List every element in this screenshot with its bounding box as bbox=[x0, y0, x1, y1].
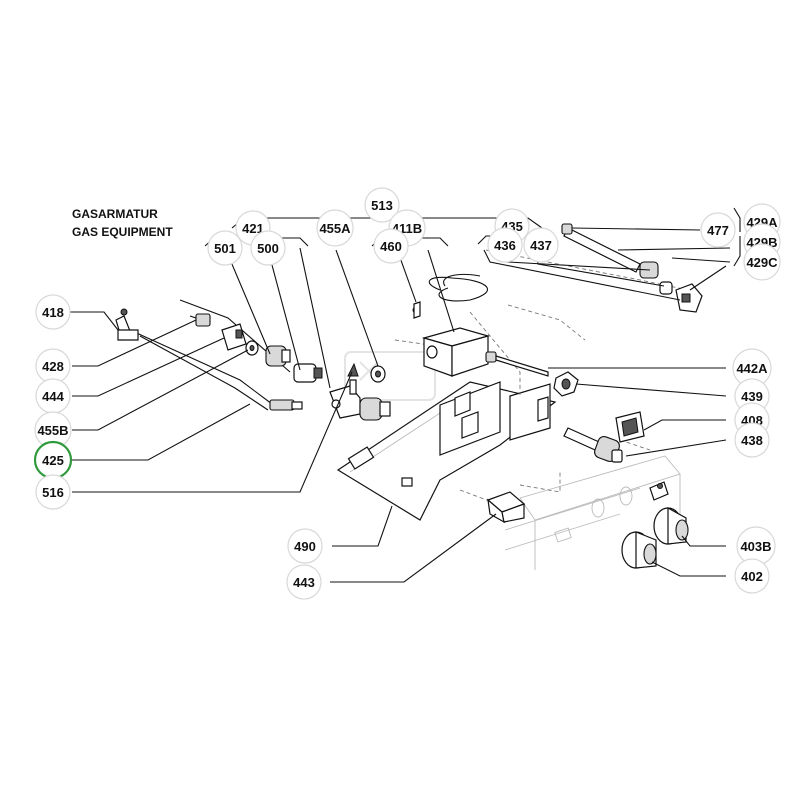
label-460[interactable]: 460 bbox=[373, 228, 409, 264]
label-442A[interactable]: 442A bbox=[732, 348, 772, 388]
svg-text:460: 460 bbox=[380, 239, 402, 254]
label-402[interactable]: 402 bbox=[734, 558, 770, 594]
knob-403B bbox=[653, 506, 689, 545]
svg-text:428: 428 bbox=[42, 359, 64, 374]
leader-lines bbox=[70, 227, 731, 583]
elbow-429 bbox=[675, 283, 703, 313]
screw-418 bbox=[115, 308, 139, 341]
label-425[interactable]: 425 bbox=[33, 440, 73, 480]
nut-428 bbox=[189, 313, 211, 327]
svg-text:438: 438 bbox=[741, 433, 763, 448]
svg-text:513: 513 bbox=[371, 198, 393, 213]
label-443[interactable]: 443 bbox=[286, 564, 322, 600]
svg-text:516: 516 bbox=[42, 485, 64, 500]
fitting-500 bbox=[293, 363, 323, 383]
svg-text:500: 500 bbox=[257, 241, 279, 256]
label-455B[interactable]: 455B bbox=[34, 411, 72, 449]
svg-text:402: 402 bbox=[741, 569, 763, 584]
title-gasarmatur: GASARMATUR bbox=[72, 207, 158, 221]
label-490[interactable]: 490 bbox=[287, 528, 323, 564]
svg-text:429C: 429C bbox=[746, 255, 778, 270]
svg-text:436: 436 bbox=[494, 238, 516, 253]
panel-screw bbox=[649, 481, 669, 501]
magnet-unit-411B bbox=[412, 301, 497, 377]
svg-text:444: 444 bbox=[42, 389, 64, 404]
label-444[interactable]: 444 bbox=[35, 378, 71, 414]
svg-text:439: 439 bbox=[741, 389, 763, 404]
washer-455B bbox=[245, 340, 259, 356]
svg-text:403B: 403B bbox=[740, 539, 771, 554]
svg-text:477: 477 bbox=[707, 223, 729, 238]
label-501[interactable]: 501 bbox=[207, 230, 243, 266]
svg-text:490: 490 bbox=[294, 539, 316, 554]
switch-408 bbox=[615, 411, 645, 443]
label-437[interactable]: 437 bbox=[523, 227, 559, 263]
base-plate-490 bbox=[336, 381, 557, 521]
label-436[interactable]: 436 bbox=[487, 227, 523, 263]
label-438[interactable]: 438 bbox=[734, 422, 770, 458]
svg-text:442A: 442A bbox=[736, 361, 768, 376]
svg-text:443: 443 bbox=[293, 575, 315, 590]
knob-402 bbox=[621, 531, 657, 569]
part-444 bbox=[221, 323, 247, 351]
svg-text:437: 437 bbox=[530, 238, 552, 253]
label-516[interactable]: 516 bbox=[35, 474, 71, 510]
svg-text:425: 425 bbox=[42, 453, 64, 468]
nut-439 bbox=[553, 371, 579, 397]
svg-text:418: 418 bbox=[42, 305, 64, 320]
bracket-429 bbox=[733, 207, 741, 267]
label-428[interactable]: 428 bbox=[35, 348, 71, 384]
svg-text:501: 501 bbox=[214, 241, 236, 256]
svg-text:455B: 455B bbox=[37, 423, 68, 438]
washer-455A bbox=[370, 365, 386, 383]
label-477[interactable]: 477 bbox=[700, 212, 736, 248]
svg-text:421: 421 bbox=[242, 221, 264, 236]
rod-442A bbox=[495, 355, 549, 377]
title-gas-equipment: GAS EQUIPMENT bbox=[72, 225, 173, 239]
fitting-501 bbox=[265, 345, 291, 367]
spindle-438 bbox=[563, 427, 623, 463]
label-513[interactable]: 513 bbox=[364, 187, 400, 223]
label-455A[interactable]: 455A bbox=[316, 209, 354, 247]
label-500[interactable]: 500 bbox=[250, 230, 286, 266]
label-429C[interactable]: 429C bbox=[743, 243, 781, 281]
valve-body-421 bbox=[329, 362, 391, 421]
svg-text:455A: 455A bbox=[319, 221, 351, 236]
pipe-477 bbox=[561, 223, 641, 273]
fitting-437 bbox=[659, 281, 673, 295]
label-418[interactable]: 418 bbox=[35, 294, 71, 330]
connector-443 bbox=[486, 491, 526, 524]
